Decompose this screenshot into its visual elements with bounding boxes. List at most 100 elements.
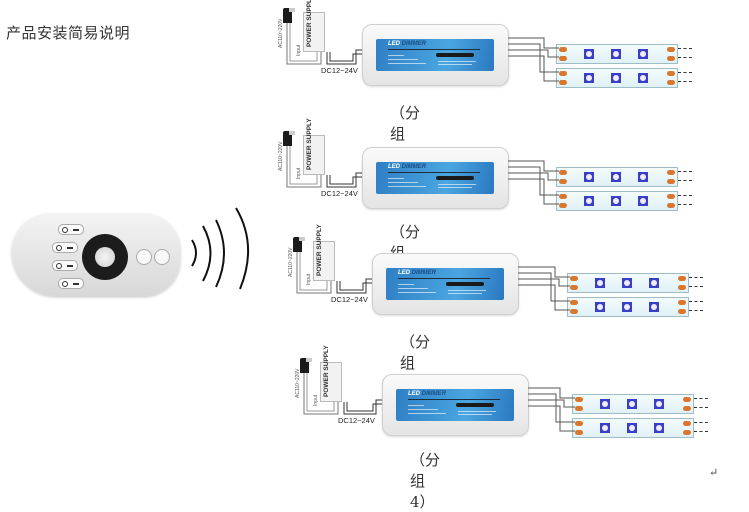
led-chip-icon <box>654 399 664 409</box>
panel-text-line <box>438 61 476 62</box>
continuation-dash <box>678 180 692 181</box>
panel-divider <box>388 172 480 173</box>
solder-pad <box>559 47 567 52</box>
paragraph-return-mark: ↵ <box>709 466 719 479</box>
led-strip <box>556 191 678 211</box>
controller-title-dimmer: DIMMER <box>411 270 437 276</box>
controller-title-led: LED <box>408 391 420 397</box>
group-caption: （分组4） <box>410 451 441 511</box>
solder-pad <box>667 80 675 85</box>
panel-text-line <box>388 186 426 187</box>
wiring <box>286 146 559 205</box>
solder-pad <box>575 406 583 411</box>
led-chip-icon <box>638 73 648 83</box>
led-chip-icon <box>600 399 610 409</box>
panel-text-line <box>458 414 492 415</box>
continuation-dash <box>678 57 692 58</box>
solder-pad <box>683 406 691 411</box>
solder-pad <box>559 170 567 175</box>
led-chip-icon <box>584 172 594 182</box>
led-chip-icon <box>611 73 621 83</box>
led-chip-icon <box>584 73 594 83</box>
solder-pad <box>559 203 567 208</box>
controller-title: LED DIMMER <box>408 391 446 397</box>
solder-pad <box>667 71 675 76</box>
power-supply: POWER SUPPLY <box>303 0 325 52</box>
controller-title: LED DIMMER <box>388 41 426 47</box>
led-chip-icon <box>584 49 594 59</box>
panel-badge <box>436 176 474 180</box>
panel-text-line <box>448 290 486 291</box>
solder-pad <box>667 194 675 199</box>
continuation-dash <box>678 81 692 82</box>
led-chip-icon <box>595 302 605 312</box>
led-chip-icon <box>654 423 664 433</box>
continuation-dash <box>678 171 692 172</box>
remote-center-button <box>95 247 115 267</box>
panel-badge <box>446 282 484 286</box>
solder-pad <box>575 430 583 435</box>
continuation-dash <box>678 195 692 196</box>
ac-plug-icon <box>283 8 295 23</box>
led-dimmer-controller: LED DIMMER <box>362 147 509 209</box>
wiring <box>303 373 575 432</box>
led-strip <box>572 394 694 414</box>
panel-badge <box>436 53 474 57</box>
led-chip-icon <box>622 302 632 312</box>
ac-plug-icon <box>300 358 312 373</box>
remote-group-button-2 <box>52 242 78 253</box>
continuation-dash <box>689 286 703 287</box>
panel-divider <box>388 49 480 50</box>
led-dimmer-controller: LED DIMMER <box>382 374 529 436</box>
solder-pad <box>667 179 675 184</box>
remote-group-button-1 <box>58 224 84 235</box>
wiring <box>286 23 559 82</box>
solder-pad <box>559 179 567 184</box>
panel-text-line <box>458 411 496 412</box>
led-chip-icon <box>638 172 648 182</box>
controller-title-led: LED <box>388 164 400 170</box>
remote-control <box>12 214 180 296</box>
wiring <box>296 252 570 311</box>
controller-title-dimmer: DIMMER <box>421 391 447 397</box>
panel-text-line <box>388 182 418 183</box>
solder-pad <box>570 309 578 314</box>
solder-pad <box>667 56 675 61</box>
ac-plug-icon <box>283 131 295 146</box>
controller-title: LED DIMMER <box>398 270 436 276</box>
page-title: 产品安装简易说明 <box>6 24 131 42</box>
controller-label-panel: LED DIMMER <box>376 162 494 194</box>
solder-pad <box>667 170 675 175</box>
led-strip <box>572 418 694 438</box>
led-chip-icon <box>638 196 648 206</box>
panel-text-line <box>398 292 436 293</box>
solder-pad <box>570 276 578 281</box>
panel-text-line <box>388 59 418 60</box>
remote-dial-wheel <box>82 234 128 280</box>
panel-text-line <box>408 409 438 410</box>
remote-group-button-4 <box>58 278 84 289</box>
controller-label-panel: LED DIMMER <box>396 389 514 421</box>
solder-pad <box>683 421 691 426</box>
solder-pad <box>559 56 567 61</box>
remote-off-button <box>154 249 170 265</box>
continuation-dash <box>694 422 708 423</box>
ac-plug-icon <box>293 237 305 252</box>
panel-text-line <box>448 293 482 294</box>
led-chip-icon <box>627 399 637 409</box>
controller-title-led: LED <box>388 41 400 47</box>
solder-pad <box>559 80 567 85</box>
solder-pad <box>678 285 686 290</box>
led-strip <box>556 167 678 187</box>
solder-pad <box>683 430 691 435</box>
panel-text-line <box>408 413 446 414</box>
panel-text-line <box>398 284 414 285</box>
continuation-dash <box>689 301 703 302</box>
led-dimmer-controller: LED DIMMER <box>362 24 509 86</box>
wireless-signal-icon <box>191 207 250 290</box>
controller-title-led: LED <box>398 270 410 276</box>
led-strip <box>556 68 678 88</box>
solder-pad <box>559 71 567 76</box>
controller-title-dimmer: DIMMER <box>401 41 427 47</box>
solder-pad <box>559 194 567 199</box>
